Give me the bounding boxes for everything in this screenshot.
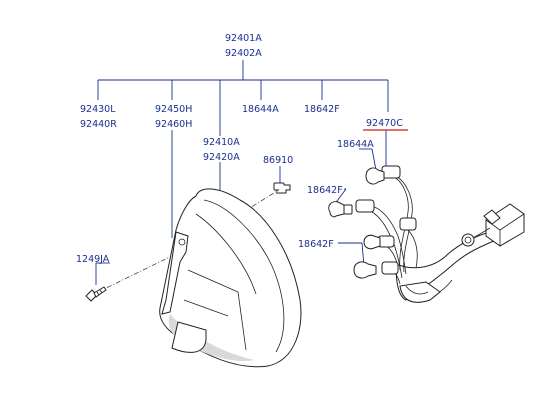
leader-tree [95, 60, 389, 285]
callout-mid-b: 92460H [155, 119, 192, 130]
bulb-18642f-mid [328, 201, 353, 218]
screw-1249ja [85, 286, 107, 302]
callout-bulb-mid: 18642F [307, 185, 343, 196]
callout-screw-left: 1249JA [76, 254, 110, 265]
bulb-18644a-bottom [353, 261, 377, 279]
bulb-18644a-top [365, 167, 385, 185]
callout-left-b: 92440R [80, 119, 117, 130]
callout-top-a: 92401A [225, 33, 262, 44]
bulb-18642f-low [363, 234, 381, 250]
callout-bulb-top: 18644A [242, 104, 279, 115]
callout-top-b: 92402A [225, 48, 262, 59]
tail-lamp-assembly [159, 188, 302, 368]
callout-left-a: 92430L [80, 104, 116, 115]
callout-bulb-right: 18644A [337, 139, 374, 150]
callout-socket: 92470C [366, 118, 403, 129]
socket-harness-92470c [355, 165, 525, 303]
callout-bulb-low: 18642F [298, 239, 334, 250]
screw-86910 [273, 182, 291, 194]
callout-bulb-small-top: 18642F [304, 104, 340, 115]
callout-mid-a: 92450H [155, 104, 192, 115]
callout-lamp-b: 92420A [203, 152, 240, 163]
callout-screw-top: 86910 [263, 155, 293, 166]
callout-lamp-a: 92410A [203, 137, 240, 148]
